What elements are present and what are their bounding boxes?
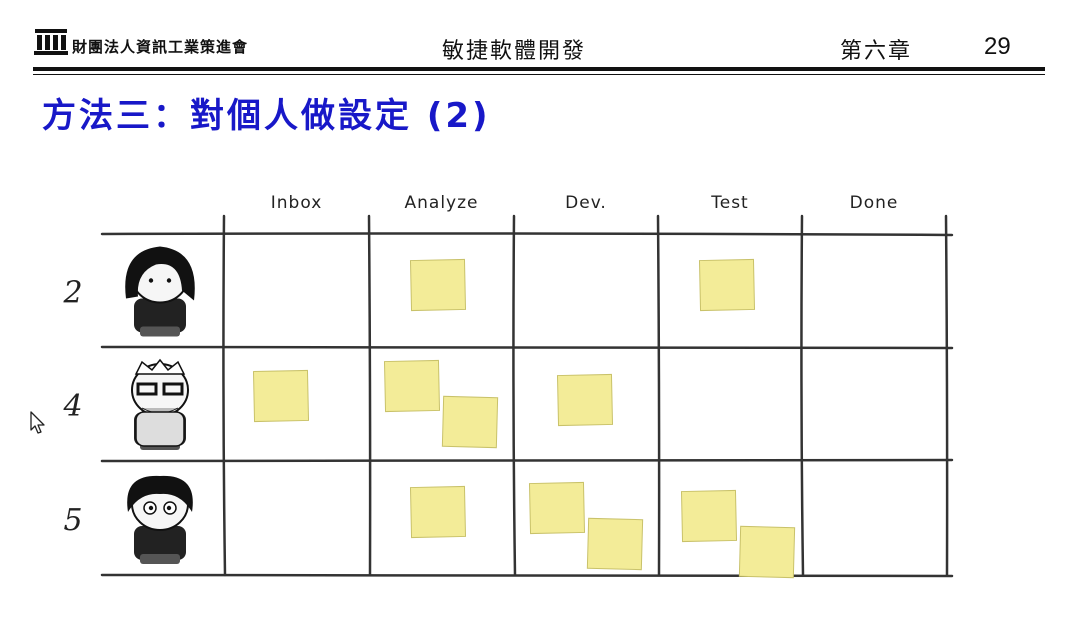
bearded-man-with-glasses-avatar-icon (131, 358, 189, 450)
sticky-note (738, 525, 796, 579)
slide-header: 財團法人資訊工業策進會 敏捷軟體開發 第六章 29 (0, 0, 1073, 80)
column-headers: Inbox Analyze Dev. Test Done (271, 193, 899, 213)
sticky-note (409, 258, 467, 312)
row-label: 4 (62, 389, 82, 424)
avatars (125, 246, 195, 564)
sticky-note (383, 359, 441, 413)
page-number: 29 (984, 33, 1011, 60)
board-column-line (656, 214, 661, 577)
course-title: 敏捷軟體開發 (442, 39, 587, 64)
chapter-label: 第六章 (840, 39, 913, 64)
sticky-notes (252, 258, 796, 579)
row-labels: 2 4 5 (62, 276, 82, 539)
row-label: 2 (62, 276, 82, 311)
board-row-line (100, 345, 954, 350)
column-header: Analyze (405, 193, 479, 213)
sticky-note (252, 369, 310, 423)
organization-name: 財團法人資訊工業策進會 (72, 38, 249, 56)
column-header: Done (850, 193, 899, 213)
column-header: Inbox (271, 193, 323, 213)
column-header: Dev. (565, 193, 607, 213)
header-divider-thin (33, 74, 1045, 75)
building-logo-icon (34, 29, 68, 55)
shaggy-hair-boy-avatar-icon (127, 475, 193, 564)
sticky-note (586, 517, 644, 571)
board-column-line (944, 214, 949, 577)
sticky-note (409, 485, 467, 539)
header-divider (33, 67, 1045, 71)
sticky-note (698, 258, 756, 312)
column-header: Test (710, 193, 748, 213)
sticky-note (528, 481, 586, 535)
sticky-note (556, 373, 614, 427)
board-grid (100, 214, 954, 578)
board-column-line (512, 214, 517, 577)
gothic-girl-avatar-icon (125, 246, 195, 337)
board-row-line (100, 573, 954, 578)
board-row-line (100, 458, 954, 463)
board-column-line (800, 214, 805, 577)
row-label: 5 (63, 503, 82, 538)
sticky-note (680, 489, 738, 543)
board-column-line (367, 214, 372, 577)
mouse-pointer-icon (30, 411, 45, 434)
board-column-line (222, 214, 227, 577)
sticky-note (441, 395, 499, 449)
slide-title: 方法三：對個人做設定 (2) (42, 96, 491, 136)
board-row-line (100, 232, 954, 237)
